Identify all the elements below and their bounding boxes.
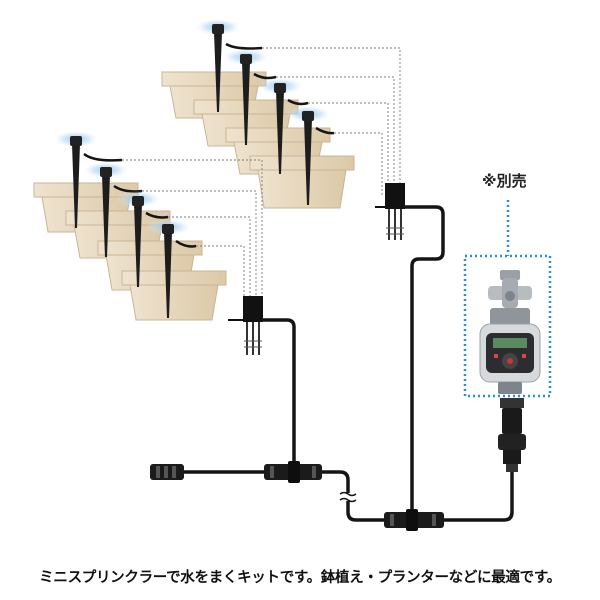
planter-pot-icon bbox=[249, 155, 355, 209]
sprinkler-stake-icon bbox=[54, 131, 123, 228]
tube-break-mark-icon bbox=[339, 491, 357, 503]
tube-connector-icon bbox=[264, 461, 322, 483]
optional-controller-callout bbox=[463, 254, 552, 398]
product-caption: ミニスプリンクラーで水をまくキットです。鉢植え・プランターなどに最適です。 bbox=[39, 570, 561, 586]
sprinkler-stake-icon bbox=[116, 191, 169, 287]
sprinkler-stake-icon bbox=[224, 49, 277, 145]
main-tube bbox=[178, 205, 514, 522]
sprinkler-stake-icon bbox=[84, 162, 143, 257]
sprinkler-stake-icon bbox=[196, 19, 263, 112]
sprinkler-stake-icon bbox=[286, 106, 335, 205]
tube-dashed-upper bbox=[262, 47, 401, 196]
tube-dashed-lower bbox=[122, 159, 263, 309]
sprinkler-stake-icon bbox=[146, 219, 197, 318]
planter-group-lower bbox=[33, 131, 270, 355]
sprinkler-stake-icon bbox=[258, 78, 309, 174]
water-faucet-icon bbox=[488, 270, 532, 308]
splitter-manifold-upper bbox=[375, 183, 412, 240]
planter-pot-icon bbox=[121, 270, 227, 321]
tube-connector-icon bbox=[384, 509, 444, 531]
splitter-manifold-lower bbox=[228, 296, 270, 355]
tube-connector-icon bbox=[150, 464, 184, 480]
hose-adapter-icon bbox=[498, 398, 526, 472]
sold-separately-label: ※別売 bbox=[482, 172, 527, 190]
planter-group-upper bbox=[161, 19, 412, 240]
water-timer-icon bbox=[479, 308, 541, 394]
